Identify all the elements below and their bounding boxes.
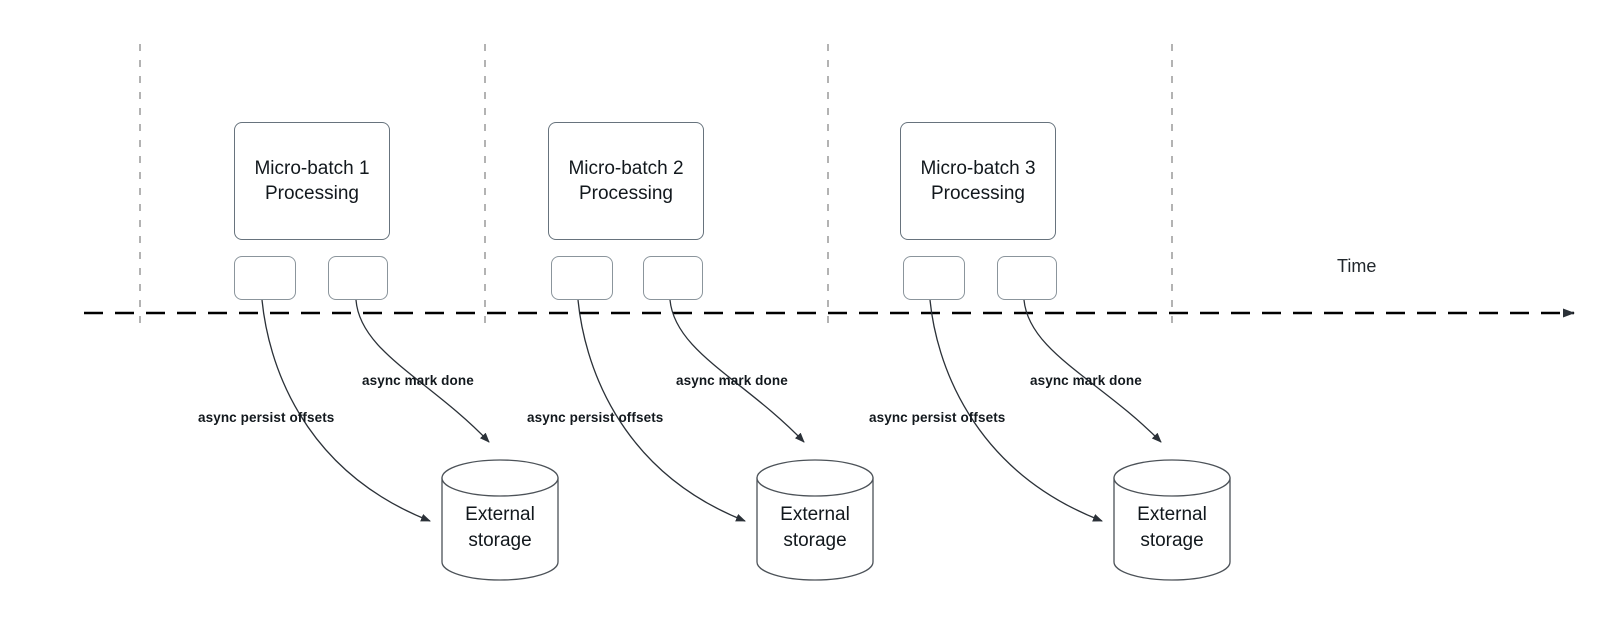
async-persist-offsets-3-label: async persist offsets (869, 410, 1006, 425)
persist-offsets-task-3[interactable] (903, 256, 965, 300)
external-storage-top (756, 459, 874, 497)
async-mark-done-3-label: async mark done (1030, 373, 1142, 388)
external-storage-body (441, 477, 559, 581)
async-persist-offsets-1-arrow (261, 299, 431, 522)
micro-batch-1-box[interactable]: Micro-batch 1 Processing (234, 122, 390, 240)
persist-offsets-task-2[interactable] (551, 256, 613, 300)
external-storage-shapes (441, 459, 1231, 581)
async-persist-offsets-2-label: async persist offsets (527, 410, 664, 425)
async-persist-offsets-3-arrow (929, 299, 1103, 522)
async-persist-offsets-2-arrow (577, 299, 746, 522)
async-edges (261, 299, 1162, 522)
mark-done-task-3[interactable] (997, 256, 1057, 300)
external-storage-top (441, 459, 559, 497)
time-axis-label: Time (1337, 256, 1377, 276)
async-mark-done-1-label: async mark done (362, 373, 474, 388)
mark-done-task-1[interactable] (328, 256, 388, 300)
mark-done-task-2[interactable] (643, 256, 703, 300)
external-storage-body (1113, 477, 1231, 581)
async-persist-offsets-1-label: async persist offsets (198, 410, 335, 425)
async-mark-done-3-arrow (1023, 299, 1162, 443)
micro-batch-3-box[interactable]: Micro-batch 3 Processing (900, 122, 1056, 240)
async-mark-done-2-label: async mark done (676, 373, 788, 388)
async-mark-done-2-arrow (669, 299, 805, 443)
external-storage-top (1113, 459, 1231, 497)
micro-batch-2-box[interactable]: Micro-batch 2 Processing (548, 122, 704, 240)
async-mark-done-1-arrow (355, 299, 490, 443)
persist-offsets-task-1[interactable] (234, 256, 296, 300)
external-storage-body (756, 477, 874, 581)
